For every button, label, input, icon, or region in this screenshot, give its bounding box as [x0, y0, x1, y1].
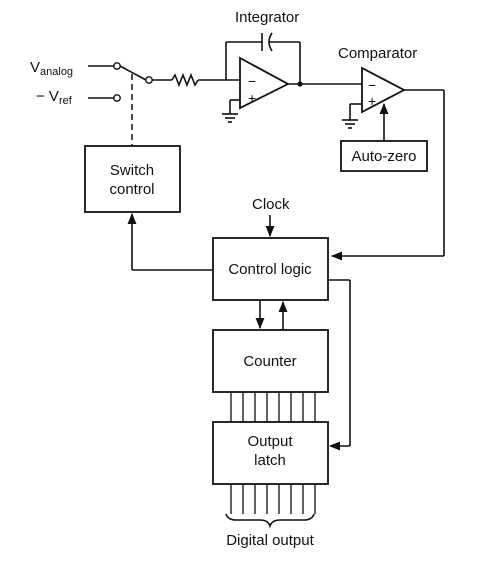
- output-latch-label-2: latch: [254, 452, 286, 469]
- switch-control-label-2: control: [109, 181, 154, 198]
- v-ref-label: − Vref: [36, 88, 73, 107]
- v-analog-label: Vanalog: [30, 59, 73, 78]
- comparator-plus: +: [368, 93, 376, 109]
- switch-control-box: [84, 145, 181, 213]
- comparator-label: Comparator: [338, 45, 417, 62]
- control-logic-label: Control logic: [228, 261, 312, 278]
- output-brace: [225, 513, 315, 529]
- counter-latch-bus: [230, 392, 316, 422]
- switch-contact-ref: [113, 94, 121, 102]
- integrator-minus: −: [248, 73, 256, 89]
- switch-blade: [119, 65, 147, 81]
- output-latch-label-1: Output: [247, 433, 293, 450]
- counter-box: [212, 329, 329, 393]
- control-logic-box: [212, 237, 329, 301]
- clock-label: Clock: [252, 196, 290, 213]
- comparator-minus: −: [368, 77, 376, 93]
- comparator-opamp: [361, 66, 406, 114]
- auto-zero-label: Auto-zero: [351, 148, 416, 165]
- switch-contact-analog: [113, 62, 121, 70]
- integrator-label: Integrator: [235, 9, 299, 26]
- counter-label: Counter: [243, 353, 296, 370]
- switch-pivot: [145, 76, 153, 84]
- integrator-plus: +: [248, 90, 256, 106]
- output-latch-box: [212, 421, 329, 485]
- switch-control-label-1: Switch: [110, 162, 154, 179]
- input-resistor: [171, 72, 199, 88]
- digital-output-label: Digital output: [226, 532, 314, 549]
- junction-dot: [297, 81, 303, 87]
- integrator-opamp: [239, 56, 290, 110]
- auto-zero-box: [340, 140, 428, 172]
- digital-output-bus: [230, 484, 316, 514]
